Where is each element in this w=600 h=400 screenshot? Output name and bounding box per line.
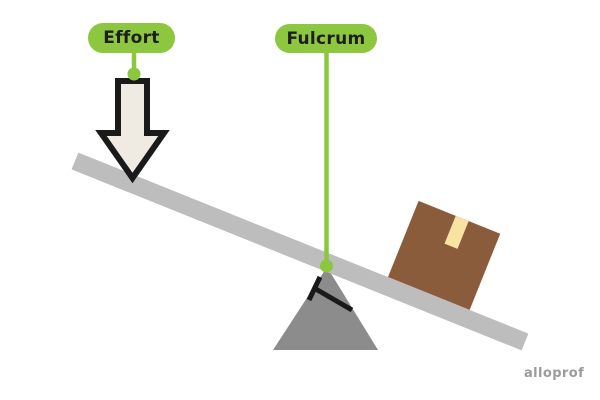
load-box bbox=[388, 200, 501, 310]
alloprof-watermark: alloprof bbox=[524, 366, 585, 381]
fulcrum-label: Fulcrum bbox=[275, 24, 377, 53]
effort-connector-dot bbox=[127, 67, 141, 81]
lever-plank bbox=[71, 152, 529, 351]
load-box-group bbox=[388, 200, 501, 310]
effort-label: Effort bbox=[88, 23, 175, 53]
effort-down-arrow-icon bbox=[95, 78, 170, 184]
fulcrum-connector-dot bbox=[320, 259, 333, 273]
fulcrum-triangle bbox=[273, 267, 378, 350]
box-tape bbox=[444, 215, 469, 249]
pivot-t-mark-icon bbox=[306, 275, 354, 313]
